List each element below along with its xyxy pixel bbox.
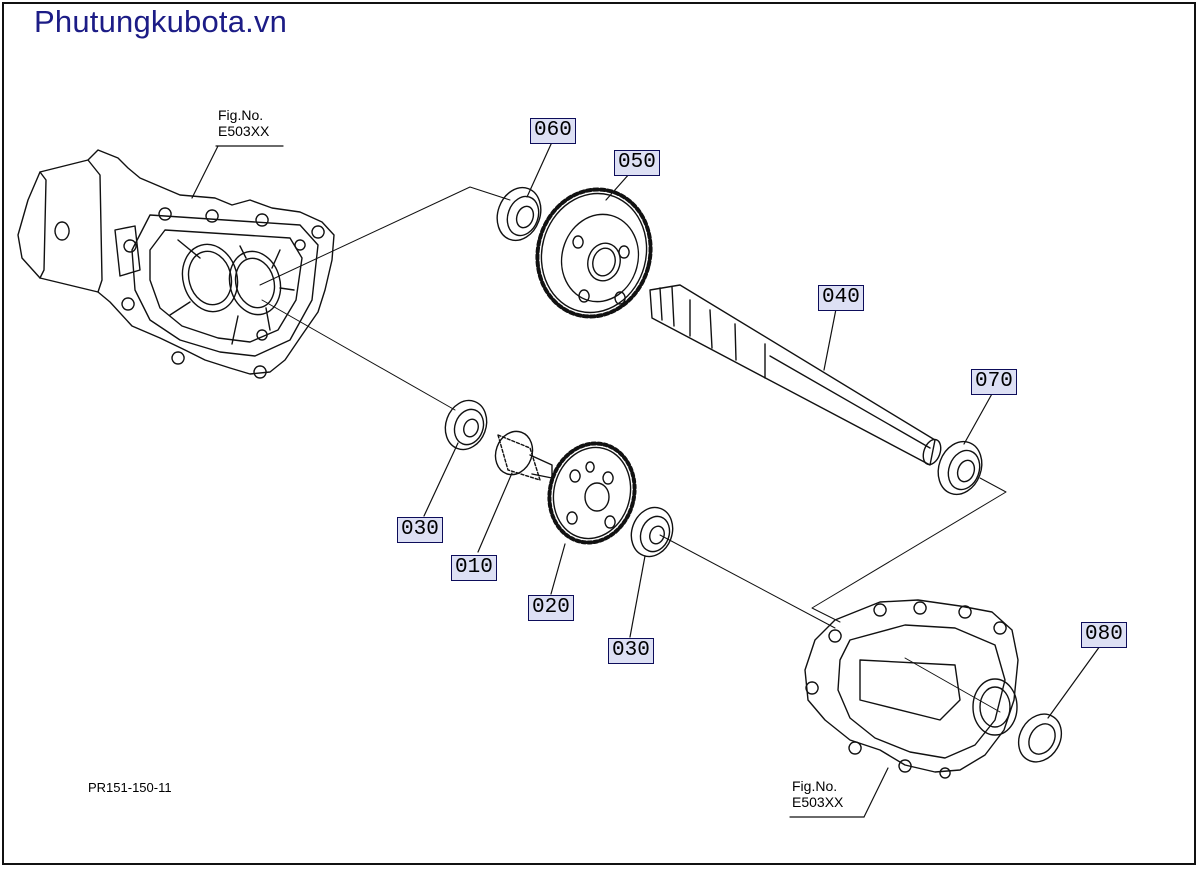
callout-010[interactable]: 010: [451, 555, 497, 581]
callout-050[interactable]: 050: [614, 150, 660, 176]
alignment-lines: [259, 186, 1007, 713]
callout-020[interactable]: 020: [528, 595, 574, 621]
gear-050: [535, 187, 653, 319]
bearing-060: [496, 186, 542, 242]
callout-040[interactable]: 040: [818, 285, 864, 311]
brand-title: Phutungkubota.vn: [34, 4, 288, 39]
diagram-code: PR151-150-11: [88, 780, 172, 795]
seal-080: [1017, 713, 1063, 763]
callout-070[interactable]: 070: [971, 369, 1017, 395]
bearing-030-lower: [630, 506, 674, 558]
bearing-070: [937, 440, 983, 496]
callout-060[interactable]: 060: [530, 118, 576, 144]
pinion-010: [494, 430, 553, 481]
gear-020: [547, 441, 637, 545]
left-housing: [17, 149, 335, 379]
shaft-040: [649, 284, 942, 466]
fig-ref-bottom: Fig.No. E503XX: [792, 778, 843, 810]
fig-ref-top-line2: E503XX: [218, 123, 270, 139]
fig-ref-top-line1: Fig.No.: [218, 107, 264, 123]
leader-lines: [191, 141, 1101, 818]
callout-080[interactable]: 080: [1081, 622, 1127, 648]
callout-030-lower[interactable]: 030: [608, 638, 654, 664]
callout-030-upper[interactable]: 030: [397, 517, 443, 543]
bearing-030-upper: [444, 399, 488, 451]
right-cover: [804, 599, 1019, 779]
fig-ref-bottom-line1: Fig.No.: [792, 778, 838, 794]
fig-ref-top: Fig.No. E503XX: [218, 107, 269, 139]
fig-ref-bottom-line2: E503XX: [792, 794, 844, 810]
